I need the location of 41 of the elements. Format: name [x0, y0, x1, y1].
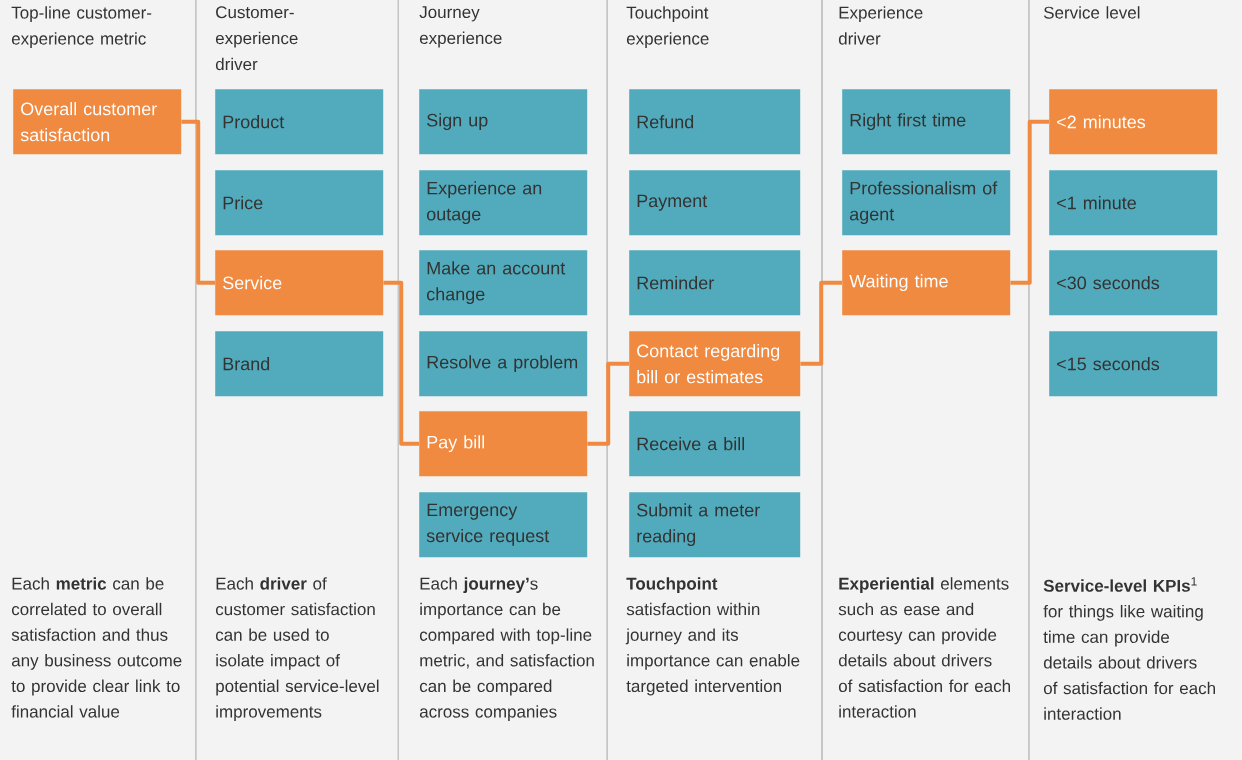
path-line — [383, 280, 419, 446]
highlighted-box: Pay bill — [419, 411, 588, 477]
category-box: Emergency service request — [419, 492, 588, 558]
description-text: Service-level KPIs$^{1}$ for things like waiting time can provide details about drivers of satisfaction for each interaction — [1043, 577, 1215, 720]
category-box: <15 seconds — [1049, 331, 1218, 397]
category-box: Submit a meter reading — [629, 492, 801, 558]
path-line — [1010, 119, 1049, 285]
description-text: Each journey’s importance can be compared with top-line metric, and satisfaction can be compared across companies — [419, 577, 594, 722]
highlighted-box: Waiting time — [842, 250, 1011, 316]
highlighted-box: Contact regarding bill or estimates — [629, 331, 801, 397]
description-text: Touchpoint satisfaction within journey and its importance can enable targeted intervention — [625, 577, 800, 696]
column-header: Service level — [1043, 6, 1140, 19]
category-box: Product — [215, 89, 384, 155]
category-box: Receive a bill — [629, 411, 801, 477]
column-header: Experience driver — [838, 6, 923, 45]
category-box: <30 seconds — [1049, 250, 1218, 316]
category-box: Price — [215, 170, 384, 236]
column-header: Journey experience — [419, 6, 502, 48]
category-box: Sign up — [419, 89, 588, 155]
column-header: Customer-experience driver — [215, 6, 298, 71]
category-box: Refund — [629, 89, 801, 155]
category-box: Resolve a problem — [419, 331, 588, 397]
column-header: Touchpoint experience — [626, 6, 709, 49]
path-line — [587, 361, 629, 446]
path-line — [181, 119, 215, 285]
highlighted-box: Overall customer satisfaction — [13, 89, 182, 155]
category-box: Brand — [215, 331, 384, 397]
category-box: Professionalism of agent — [842, 170, 1011, 236]
category-box: Make an account change — [419, 250, 588, 316]
description-text: Experiential elements such as ease and courtesy can provide details about drivers of satisfaction for each interaction — [838, 577, 1010, 718]
category-box: Experience an outage — [419, 170, 588, 236]
column-header: Top-line customer-experience metric — [11, 6, 152, 49]
category-box: Payment — [629, 170, 801, 236]
highlighted-box: <2 minutes — [1049, 89, 1218, 155]
highlighted-box: Service — [215, 250, 384, 316]
path-line — [800, 280, 842, 366]
category-box: <1 minute — [1049, 170, 1218, 236]
description-text: Each driver of customer satisfaction can be used to isolate impact of potential service-level improvements — [215, 577, 379, 722]
category-box: Reminder — [629, 250, 801, 316]
category-box: Right first time — [842, 89, 1011, 155]
description-text: Each metric can be correlated to overall satisfaction and thus any business outcome to provide clear link to financial value — [11, 577, 182, 718]
